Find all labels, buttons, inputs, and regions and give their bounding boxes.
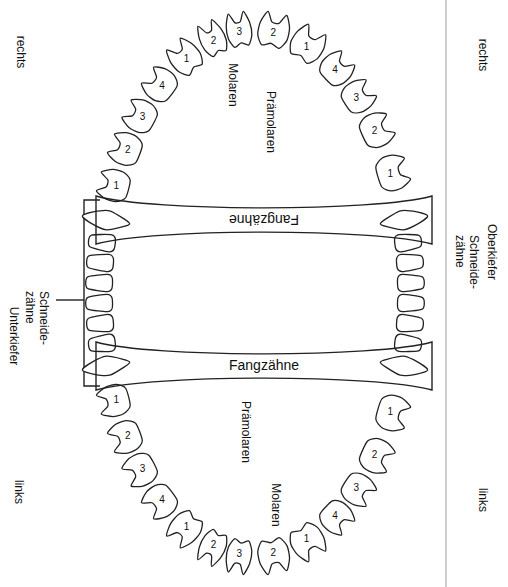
tooth-outline [397, 274, 424, 291]
tooth-outline [86, 294, 113, 311]
tooth-outline [198, 529, 227, 566]
tooth-number: 3 [353, 483, 359, 493]
tooth-outline [167, 511, 203, 548]
tooth-outline [107, 133, 142, 166]
tooth-outline [380, 356, 427, 375]
region-label: rechts [13, 36, 27, 69]
tooth-number: 2 [372, 450, 378, 460]
tooth-number: 2 [125, 431, 131, 441]
tooth-number: 1 [114, 395, 120, 405]
tooth-outline [141, 67, 177, 102]
band-label: Fangzähne [229, 358, 299, 373]
tooth-outline [376, 155, 411, 191]
tooth-number: 4 [159, 495, 165, 505]
tooth-outline [86, 274, 113, 291]
band-shape [96, 342, 432, 390]
tooth-outline [198, 20, 227, 57]
tooth-number: 2 [270, 28, 276, 38]
tooth-number: 2 [211, 36, 217, 46]
tooth-number: 3 [140, 112, 146, 122]
tooth-outline [122, 453, 157, 486]
tooth-outline [395, 334, 422, 351]
tooth-outline [258, 538, 290, 575]
tooth-number: 1 [387, 169, 393, 179]
region-label: Schneide- zähne [452, 235, 480, 289]
tooth-outline [226, 11, 252, 47]
tooth-outline [82, 211, 129, 230]
tooth-outline [107, 421, 142, 454]
tooth-outline [380, 211, 427, 230]
band-shape [96, 196, 432, 244]
region-label: Oberkiefer [484, 224, 498, 280]
tooth-outline [320, 51, 355, 86]
scan-edge [445, 0, 447, 587]
incisor-bracket [84, 200, 100, 386]
tooth-outline [376, 395, 411, 431]
tooth-outline [397, 294, 424, 311]
tooth-number: 1 [387, 407, 393, 417]
tooth-outline [320, 500, 355, 535]
tooth-outline [341, 80, 376, 113]
region-label: Prämolaren [238, 401, 252, 463]
region-label: Molaren [268, 483, 282, 526]
region-label: links [11, 480, 25, 504]
tooth-number: 4 [332, 511, 338, 521]
tooth-outline [396, 254, 423, 271]
tooth-number: 1 [304, 42, 310, 52]
tooth-outline [395, 234, 422, 251]
region-label: Prämolaren [263, 91, 277, 153]
tooth-outline [290, 523, 326, 562]
region-label: rechts [475, 39, 489, 72]
tooth-outline [167, 38, 203, 75]
tooth-number: 1 [184, 522, 190, 532]
band-label: Fangzähne [229, 212, 299, 227]
tooth-outline [359, 113, 395, 148]
region-label: links [475, 488, 489, 512]
tooth-outline [87, 254, 114, 271]
canine-band: Fangzähne [96, 196, 432, 244]
tooth-number: 3 [237, 27, 243, 37]
tooth-outline [290, 24, 326, 63]
tooth-outline [359, 438, 395, 473]
tooth-number: 2 [211, 540, 217, 550]
tooth-outline [122, 99, 157, 132]
tooth-number: 2 [125, 145, 131, 155]
tooth-number: 3 [353, 93, 359, 103]
teeth-group [82, 11, 427, 574]
region-label: Schneide- zähne [22, 291, 50, 345]
tooth-outline [141, 484, 177, 519]
tooth-number: 4 [332, 65, 338, 75]
tooth-number: 1 [114, 181, 120, 191]
tooth-outline [258, 11, 290, 48]
tooth-outline [396, 314, 423, 331]
tooth-number: 3 [237, 549, 243, 559]
tooth-number: 1 [304, 534, 310, 544]
canine-band: Fangzähne [96, 342, 432, 390]
tooth-number: 2 [372, 126, 378, 136]
tooth-outline [341, 473, 376, 506]
tooth-outline [226, 539, 252, 575]
region-label: Molaren [225, 63, 239, 106]
tooth-number: 1 [184, 54, 190, 64]
bracket-leader [56, 299, 84, 300]
tooth-number: 4 [159, 81, 165, 91]
tooth-outline [82, 356, 129, 375]
region-label: Unterkiefer [6, 307, 20, 366]
tooth-outline [87, 314, 114, 331]
tooth-number: 3 [140, 464, 146, 474]
tooth-number: 2 [270, 548, 276, 558]
